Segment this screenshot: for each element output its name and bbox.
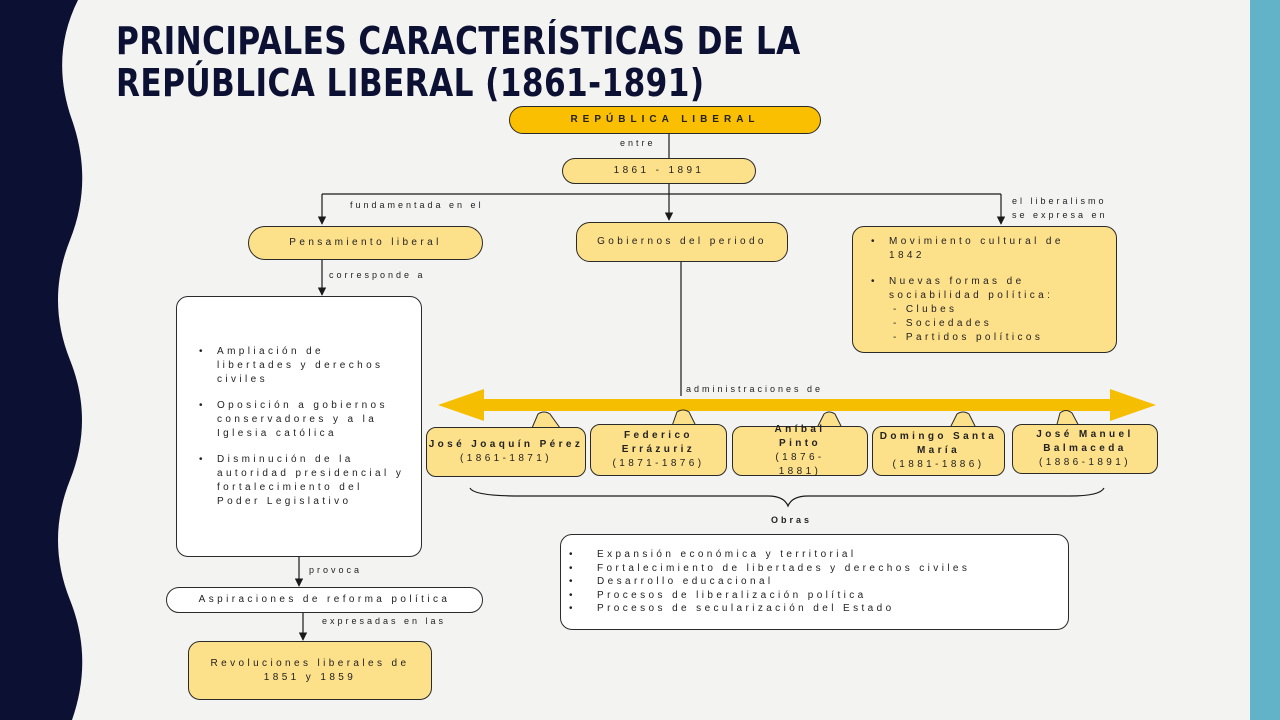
presidente-perez: José Joaquín Pérez (1861-1871): [426, 427, 586, 477]
gobiernos-text: Gobiernos del periodo: [597, 236, 767, 247]
sub-sociedades: - Sociedades: [893, 317, 993, 329]
label-expresadas: expresadas en las: [322, 616, 447, 626]
presidente-name: José Joaquín Pérez: [428, 439, 584, 450]
header-republica-liberal: REPÚBLICA LIBERAL: [509, 106, 821, 134]
caracteristicas-box: Ampliación de libertades y derechos civi…: [176, 296, 422, 557]
obras-box: Expansión económica y territorial Fortal…: [560, 534, 1069, 630]
callout-tab-4: [949, 411, 977, 429]
label-corresponde: corresponde a: [329, 270, 426, 280]
gobiernos-box: Gobiernos del periodo: [576, 222, 788, 262]
presidente-errazuriz: Federico Errázuriz (1871-1876): [590, 424, 727, 476]
pensamiento-liberal-box: Pensamiento liberal: [248, 226, 483, 260]
presidente-name: Domingo Santa María: [879, 431, 998, 456]
presidente-name: José Manuel Balmaceda: [1036, 429, 1134, 454]
wavy-left-band: [0, 0, 83, 720]
revoluciones-text: Revoluciones liberales de 1851 y 1859: [210, 657, 410, 683]
presidente-years: (1881-1886): [892, 459, 985, 470]
callout-tab-1: [531, 411, 561, 429]
callout-tab-5: [1055, 410, 1081, 429]
callout-tab-2: [671, 409, 697, 427]
pensamiento-text: Pensamiento liberal: [289, 237, 442, 248]
presidente-years: (1886-1891): [1039, 457, 1131, 468]
header-text: REPÚBLICA LIBERAL: [570, 114, 760, 125]
caracteristica-1: Ampliación de libertades y derechos civi…: [199, 345, 407, 387]
label-entre: entre: [620, 138, 656, 148]
presidente-name: Aníbal Pinto: [774, 424, 826, 449]
aspiraciones-text: Aspiraciones de reforma política: [198, 594, 451, 605]
movimiento-item-sociabilidad: Nuevas formas de sociabilidad política: …: [871, 275, 1104, 345]
presidente-santa-maria: Domingo Santa María (1881-1886): [872, 426, 1005, 476]
obra-2: Fortalecimiento de libertades y derechos…: [569, 562, 970, 576]
timeline-arrow: [438, 389, 1156, 421]
label-provoca: provoca: [309, 565, 363, 575]
sub-clubes: - Clubes: [893, 303, 958, 315]
presidente-name: Federico Errázuriz: [621, 430, 696, 455]
label-obras: Obras: [771, 515, 813, 525]
movimiento-item-cultural: Movimiento cultural de 1842: [871, 235, 1104, 263]
presidente-years: (1876-1881): [775, 452, 825, 477]
label-liberalismo-line2: se expresa en: [1012, 210, 1108, 220]
movimiento-box: Movimiento cultural de 1842 Nuevas forma…: [852, 226, 1117, 353]
sub-partidos: - Partidos políticos: [893, 331, 1044, 343]
label-fundamentada: fundamentada en el: [350, 200, 484, 210]
label-administraciones: administraciones de: [686, 384, 824, 394]
obra-3: Desarrollo educacional: [569, 575, 970, 589]
presidente-years: (1871-1876): [612, 458, 705, 469]
caracteristica-3: Disminución de la autoridad presidencial…: [199, 453, 407, 509]
years-text: 1861 - 1891: [613, 165, 705, 176]
presidente-balmaceda: José Manuel Balmaceda (1886-1891): [1012, 424, 1158, 474]
right-accent-bar: [1250, 0, 1280, 720]
years-box: 1861 - 1891: [562, 158, 756, 184]
obra-5: Procesos de secularización del Estado: [569, 602, 970, 616]
obra-1: Expansión económica y territorial: [569, 548, 970, 562]
page-title: PRINCIPALES CARACTERÍSTICAS DE LA REPÚBL…: [116, 19, 801, 105]
callout-tab-3: [816, 411, 843, 429]
caracteristica-2: Oposición a gobiernos conservadores y a …: [199, 399, 407, 441]
presidente-years: (1861-1871): [460, 453, 552, 464]
aspiraciones-box: Aspiraciones de reforma política: [166, 587, 483, 613]
presidente-pinto: Aníbal Pinto (1876-1881): [732, 424, 868, 477]
label-liberalismo-line1: el liberalismo: [1012, 196, 1107, 206]
obras-brace: [469, 487, 1105, 508]
obra-4: Procesos de liberalización política: [569, 589, 970, 603]
revoluciones-box: Revoluciones liberales de 1851 y 1859: [188, 641, 432, 700]
